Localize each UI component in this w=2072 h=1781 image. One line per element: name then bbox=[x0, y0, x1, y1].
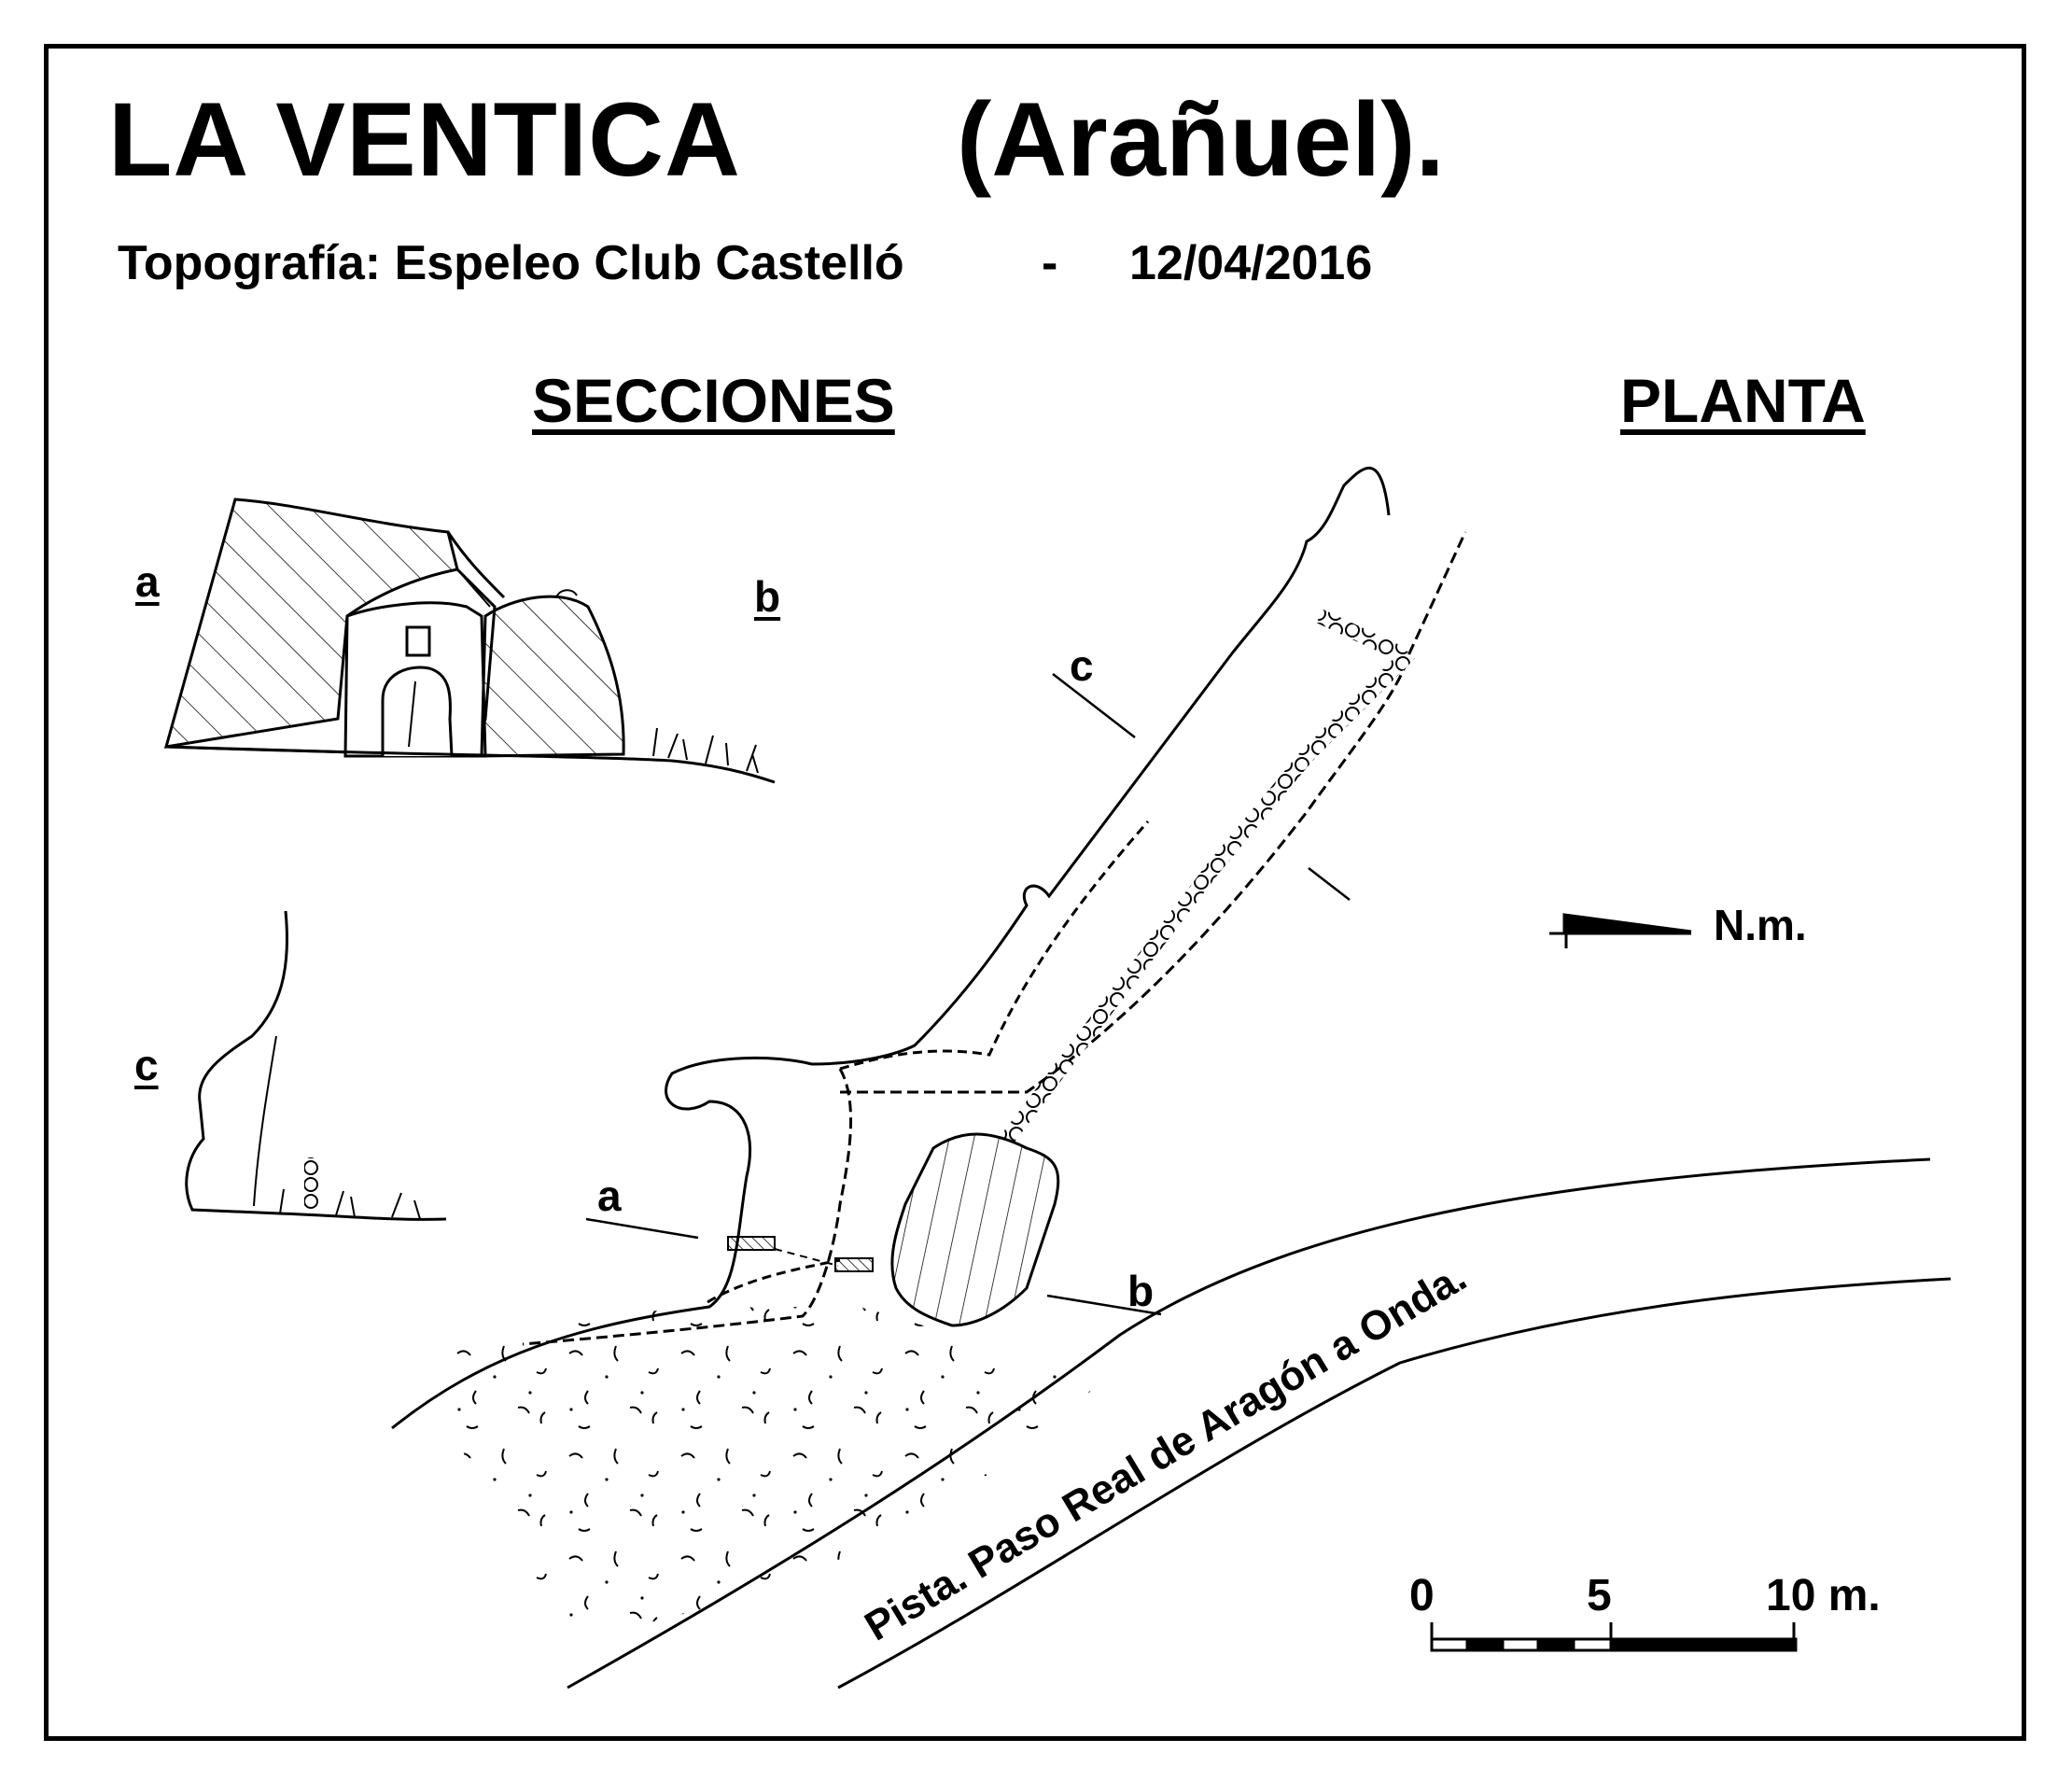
north-arrow-icon bbox=[1549, 913, 1692, 948]
plan-section-tick bbox=[1308, 867, 1351, 901]
sections-heading: SECCIONES bbox=[532, 366, 895, 435]
scale-ten: 10 m. bbox=[1766, 1571, 1881, 1620]
plan-a-label: a bbox=[597, 1171, 622, 1220]
scale-zero: 0 bbox=[1409, 1571, 1435, 1620]
magnetic-north-label: N.m. bbox=[1714, 901, 1807, 949]
section-c-label: c bbox=[134, 1041, 159, 1089]
survey-date: 12/04/2016 bbox=[1129, 236, 1373, 290]
cave-location: (Arañuel). bbox=[957, 81, 1445, 198]
section-b-label: b bbox=[754, 572, 781, 621]
credits-separator: - bbox=[1042, 236, 1058, 290]
plan-section-a-line bbox=[585, 1217, 699, 1240]
map-frame bbox=[44, 44, 2026, 1741]
plan-section-c-line bbox=[1052, 673, 1136, 738]
cave-title: LA VENTICA bbox=[108, 81, 741, 198]
section-ab-drawing bbox=[163, 498, 776, 784]
plan-section-b-line bbox=[1046, 1294, 1162, 1316]
survey-credits: Topografía: Espeleo Club Castelló bbox=[118, 236, 904, 290]
scale-five: 5 bbox=[1587, 1571, 1612, 1620]
plan-b-label: b bbox=[1127, 1267, 1155, 1315]
plan-heading: PLANTA bbox=[1620, 366, 1866, 435]
section-c-drawing bbox=[185, 910, 447, 1221]
scale-bar bbox=[1430, 1622, 1798, 1652]
section-a-label: a bbox=[135, 557, 160, 606]
plan-drawing bbox=[391, 467, 1952, 1690]
plan-c-label: c bbox=[1070, 641, 1094, 690]
